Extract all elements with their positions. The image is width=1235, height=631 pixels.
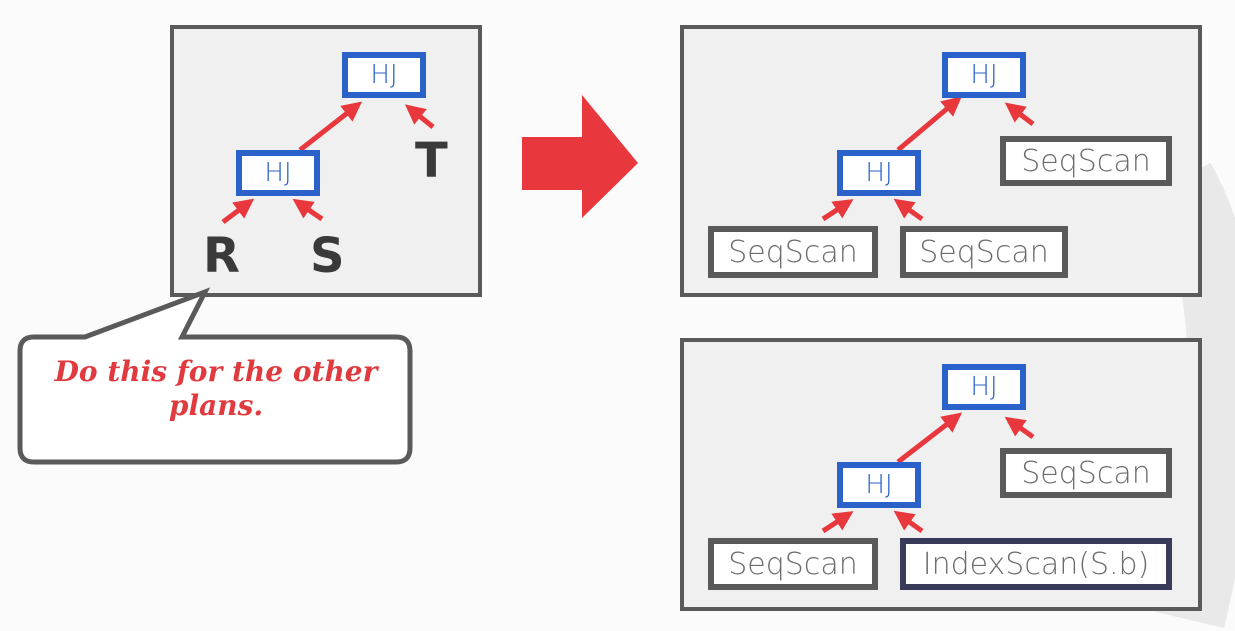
edge-a-r-to-join [821, 199, 854, 222]
callout-bubble [17, 287, 413, 465]
relation-s: S [310, 228, 345, 284]
edge-a-t-to-join [1004, 102, 1035, 126]
plan-a-hash-join-top: HJ [942, 52, 1026, 98]
edge-a-s-to-join [893, 198, 924, 222]
edge-s-to-join [292, 198, 324, 222]
logical-plan-panel [170, 25, 482, 297]
edge-t-to-join [405, 104, 435, 129]
plan-b-seqscan-r: SeqScan [708, 538, 878, 590]
edge-b-t-to-join [1004, 416, 1035, 440]
edge-b-r-to-join [821, 511, 854, 534]
plan-a-seqscan-r: SeqScan [708, 226, 878, 278]
plan-b-seqscan-t: SeqScan [1000, 448, 1172, 498]
edge-b-s-to-join [893, 510, 924, 534]
edge-a-join-to-join [896, 96, 962, 152]
plan-b-indexscan-s: IndexScan(S.b) [900, 538, 1172, 590]
transform-arrow-icon [522, 95, 638, 218]
edge-b-join-to-join [896, 412, 963, 464]
edge-r-to-join [221, 198, 255, 224]
relation-t: T [415, 133, 448, 189]
plan-a-hash-join-bottom: HJ [837, 150, 921, 196]
hash-join-bottom: HJ [236, 150, 320, 196]
callout-text: Do this for the other plans. [28, 355, 404, 423]
edge-join-to-join [298, 101, 363, 152]
callout-line-1: Do this for the other [54, 355, 378, 388]
plan-a-seqscan-s: SeqScan [900, 226, 1068, 278]
relation-r: R [203, 228, 240, 284]
hash-join-top: HJ [342, 52, 426, 98]
plan-b-hash-join-bottom: HJ [837, 462, 921, 508]
plan-a-seqscan-t: SeqScan [1000, 136, 1172, 186]
plan-b-hash-join-top: HJ [942, 364, 1026, 410]
callout-line-2: plans. [168, 389, 264, 422]
